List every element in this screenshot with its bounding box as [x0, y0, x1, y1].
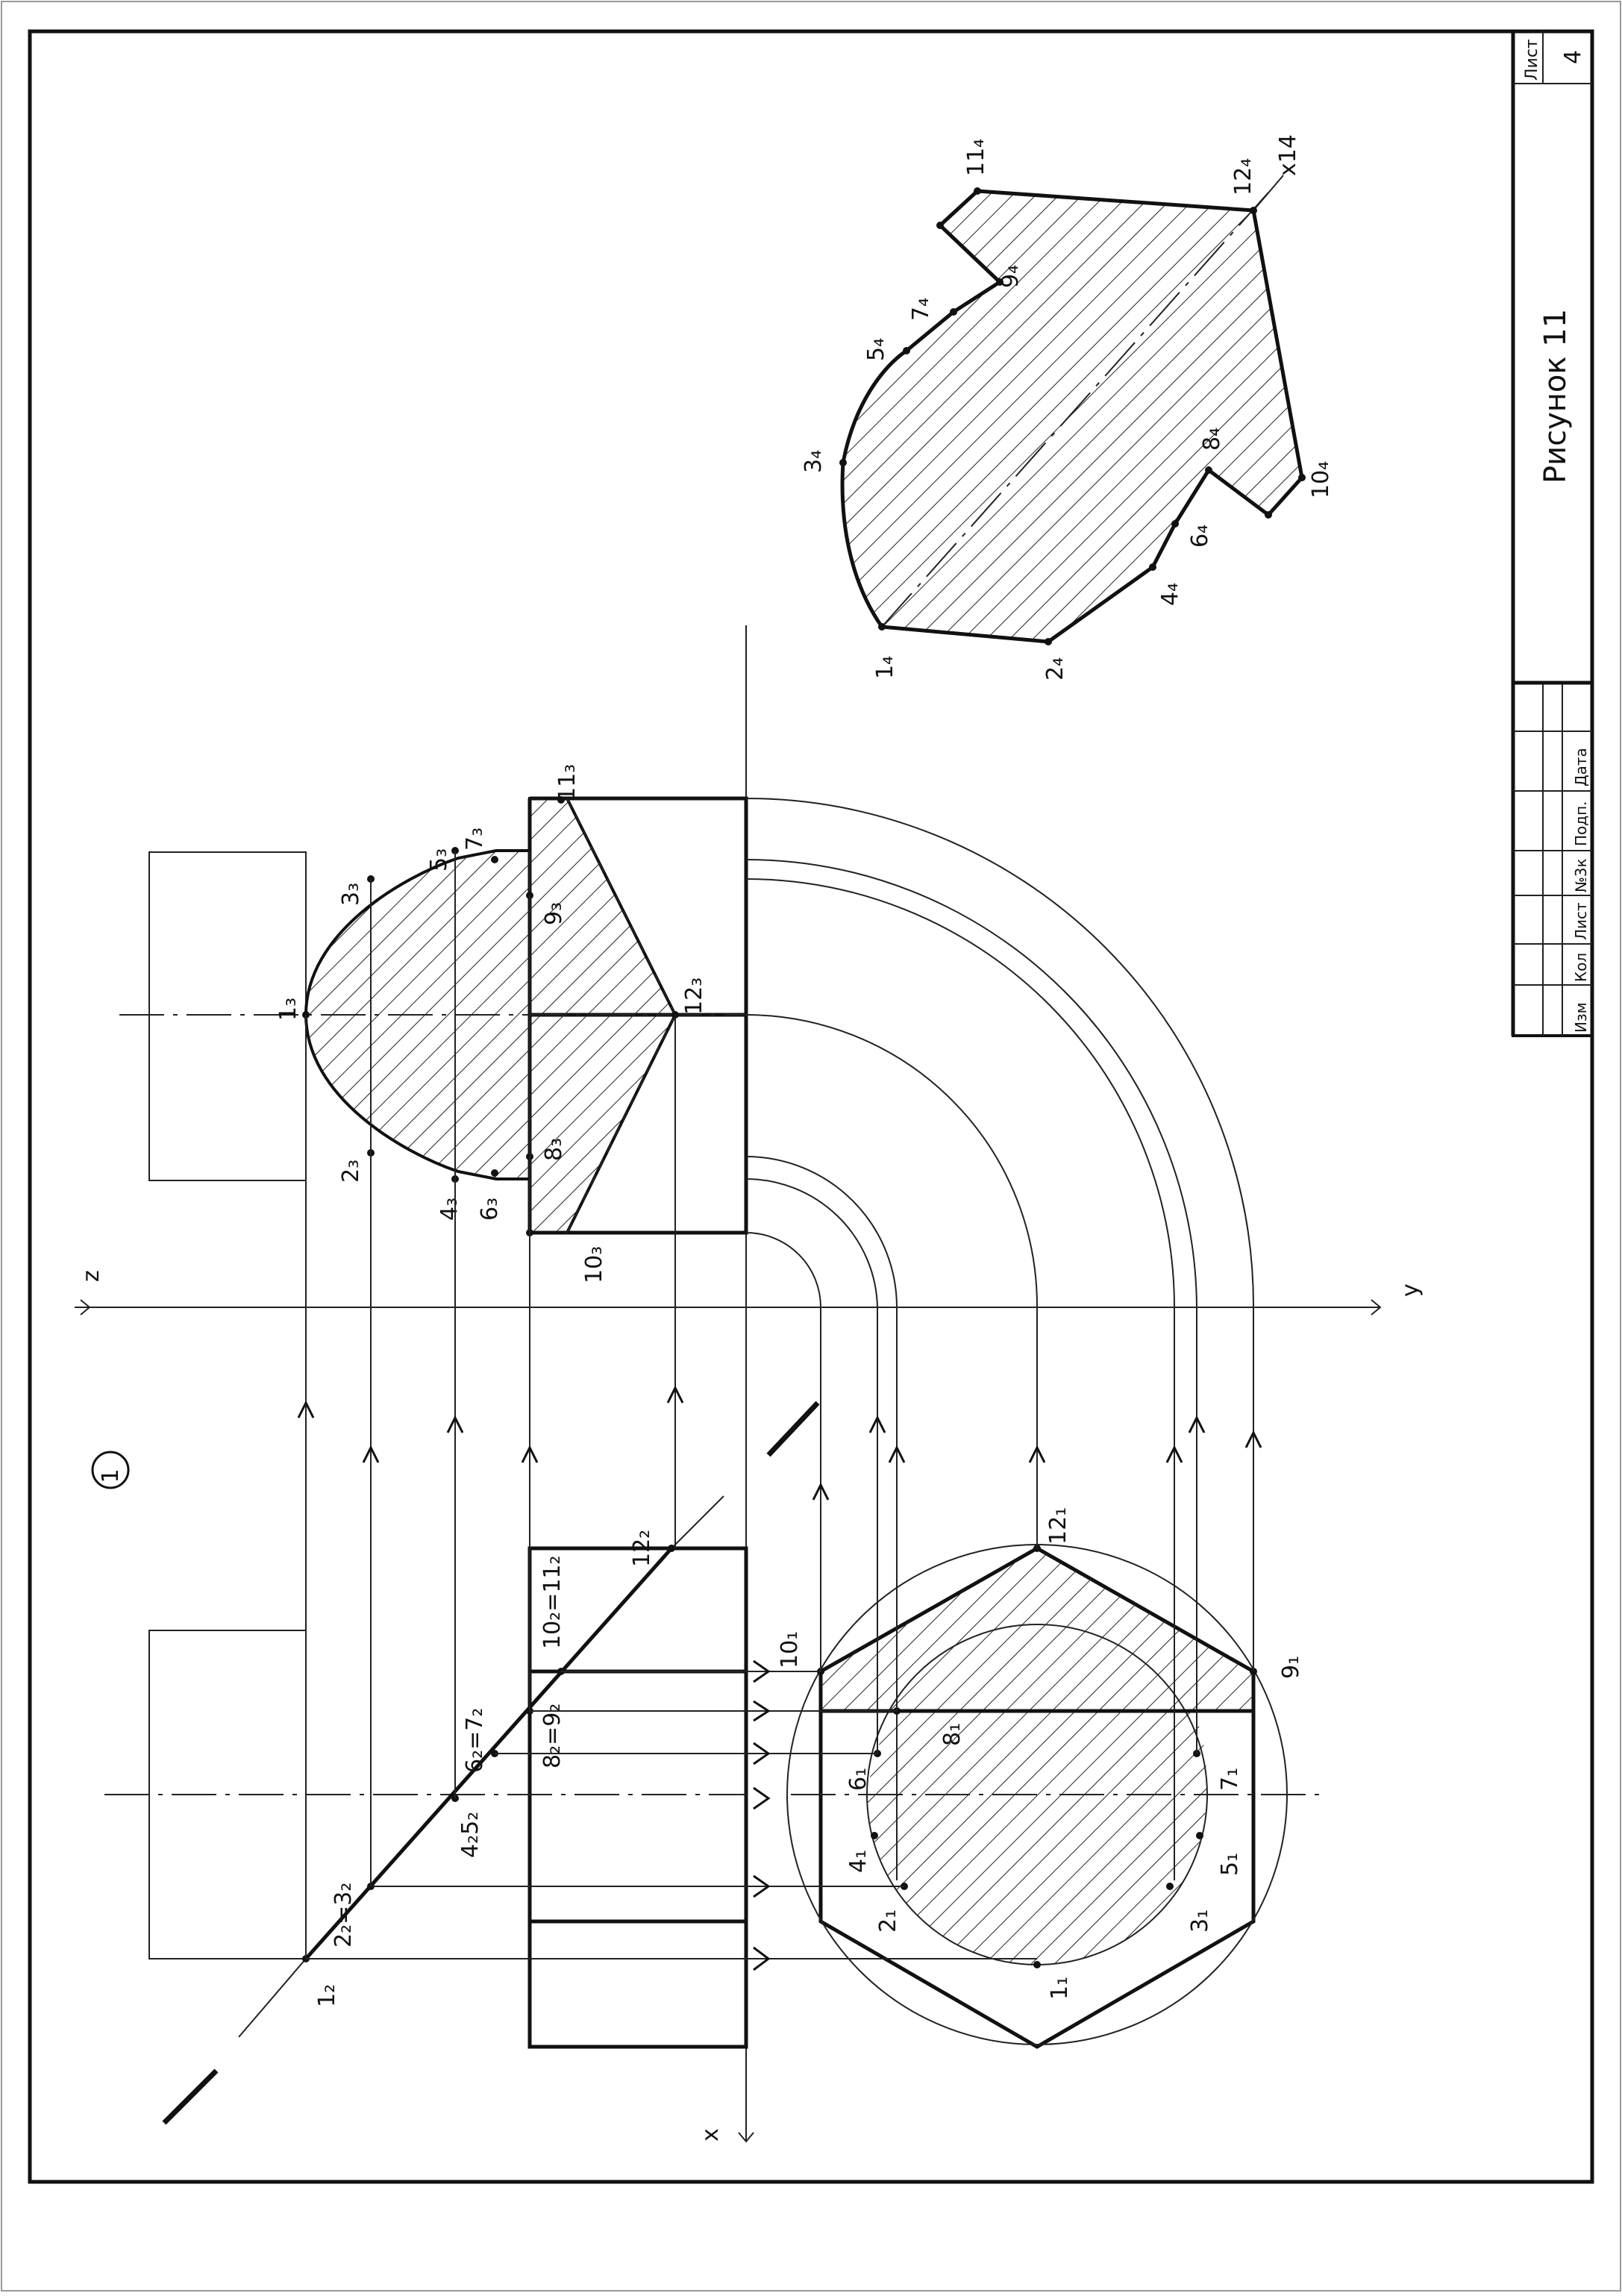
section-label-2: 2₄: [1042, 657, 1068, 681]
side-label-10: 10₃: [581, 1246, 607, 1283]
side-label-11: 11₃: [554, 764, 580, 801]
top-label-8: 8₁: [939, 1723, 965, 1746]
side-label-6: 6₃: [477, 1198, 503, 1221]
section-label-10: 10₄: [1308, 461, 1334, 498]
front-label-12: 12₂: [629, 1530, 655, 1567]
side-label-1: 1₃: [275, 998, 301, 1021]
column-list: Лист: [1572, 902, 1590, 940]
top-label-1: 1₁: [1047, 1977, 1073, 2000]
side-label-9: 9₃: [541, 902, 567, 925]
section-label-5: 5₄: [863, 338, 889, 361]
front-label-2-3: 2₂=3₂: [331, 1883, 357, 1948]
top-label-5: 5₁: [1217, 1853, 1243, 1876]
top-label-7: 7₁: [1217, 1768, 1243, 1791]
column-izm: Изм: [1572, 1002, 1590, 1033]
section-label-12: 12₄: [1230, 158, 1256, 195]
column-sign: Подп.: [1572, 801, 1590, 846]
front-view: 1₂ 2₂=3₂ 4₂5₂ 6₂=7₂ 8₂=9₂ 10₂=11₂ 12₂: [104, 1401, 820, 2125]
side-label-5: 5₃: [426, 848, 452, 872]
sheet-number: 4: [1560, 50, 1586, 64]
column-kol: Кол: [1572, 953, 1590, 982]
axis-z-label: z: [78, 1270, 104, 1282]
side-label-4: 4₃: [436, 1198, 463, 1221]
view-number: 1: [98, 1468, 124, 1483]
front-label-6-7: 6₂=7₂: [462, 1708, 488, 1773]
title-block: Лист 4 Рисунок 11 Изм Кол Лист №3к Подп.…: [1511, 30, 1594, 1037]
side-label-3: 3₃: [338, 883, 364, 906]
top-label-2: 2₁: [875, 1909, 901, 1933]
view-number-marker: 1: [91, 1451, 130, 1489]
side-view: 1₃ 2₃ 3₃ 4₃ 5₃ 6₃ 7₃ 8₃ 9₃ 10₃ 11₃ 12₃: [119, 764, 748, 1283]
section-hatch: [840, 189, 1304, 644]
top-label-4: 4₁: [845, 1850, 871, 1873]
front-label-8-9: 8₂=9₂: [539, 1704, 566, 1768]
section-label-9: 9₄: [998, 265, 1024, 288]
column-doc: №3к: [1572, 858, 1590, 892]
side-label-2: 2₃: [338, 1160, 364, 1183]
section-label-6: 6₄: [1187, 525, 1213, 548]
section-label-1: 1₄: [872, 656, 898, 679]
side-label-8: 8₃: [541, 1138, 567, 1161]
section-axis-label: x14: [1275, 134, 1301, 176]
section-label-4: 4₄: [1157, 583, 1183, 606]
front-label-10-11: 10₂=11₂: [539, 1555, 566, 1649]
drawing-title: Рисунок 11: [1538, 309, 1573, 484]
side-label-12: 12₃: [681, 977, 707, 1015]
column-date: Дата: [1572, 748, 1590, 786]
section-label-8: 8₄: [1199, 428, 1225, 451]
axis-y-label: y: [1397, 1283, 1424, 1297]
top-label-9: 9₁: [1278, 1656, 1304, 1679]
top-view: 1₁ 2₁ 3₁ 4₁ 5₁ 6₁ 7₁ 8₁ 9₁ 10₁ 12₁: [777, 1507, 1328, 2049]
top-label-6: 6₁: [845, 1768, 871, 1791]
section-label-7: 7₄: [908, 298, 934, 321]
section-label-11: 11₄: [963, 139, 989, 176]
top-section-hatch: [821, 1548, 1253, 1965]
front-label-4-5: 4₂5₂: [457, 1812, 483, 1858]
projection-arrows: [297, 1385, 1262, 1971]
axis-x-label: x: [698, 2128, 724, 2142]
front-label-1: 1₂: [314, 1984, 340, 2007]
true-section: 1₄ 2₄ 3₄ 4₄ 5₄ 6₄ 7₄ 8₄ 9₄ 10₄ 11₄ 12₄ x…: [801, 134, 1334, 681]
projection-lines: [305, 798, 1255, 1959]
top-label-10: 10₁: [777, 1631, 803, 1668]
top-label-3: 3₁: [1187, 1909, 1213, 1933]
sheet-label: Лист: [1523, 39, 1541, 81]
section-label-3: 3₄: [801, 450, 827, 473]
side-label-7: 7₃: [462, 828, 488, 851]
top-label-12: 12₁: [1045, 1507, 1071, 1545]
